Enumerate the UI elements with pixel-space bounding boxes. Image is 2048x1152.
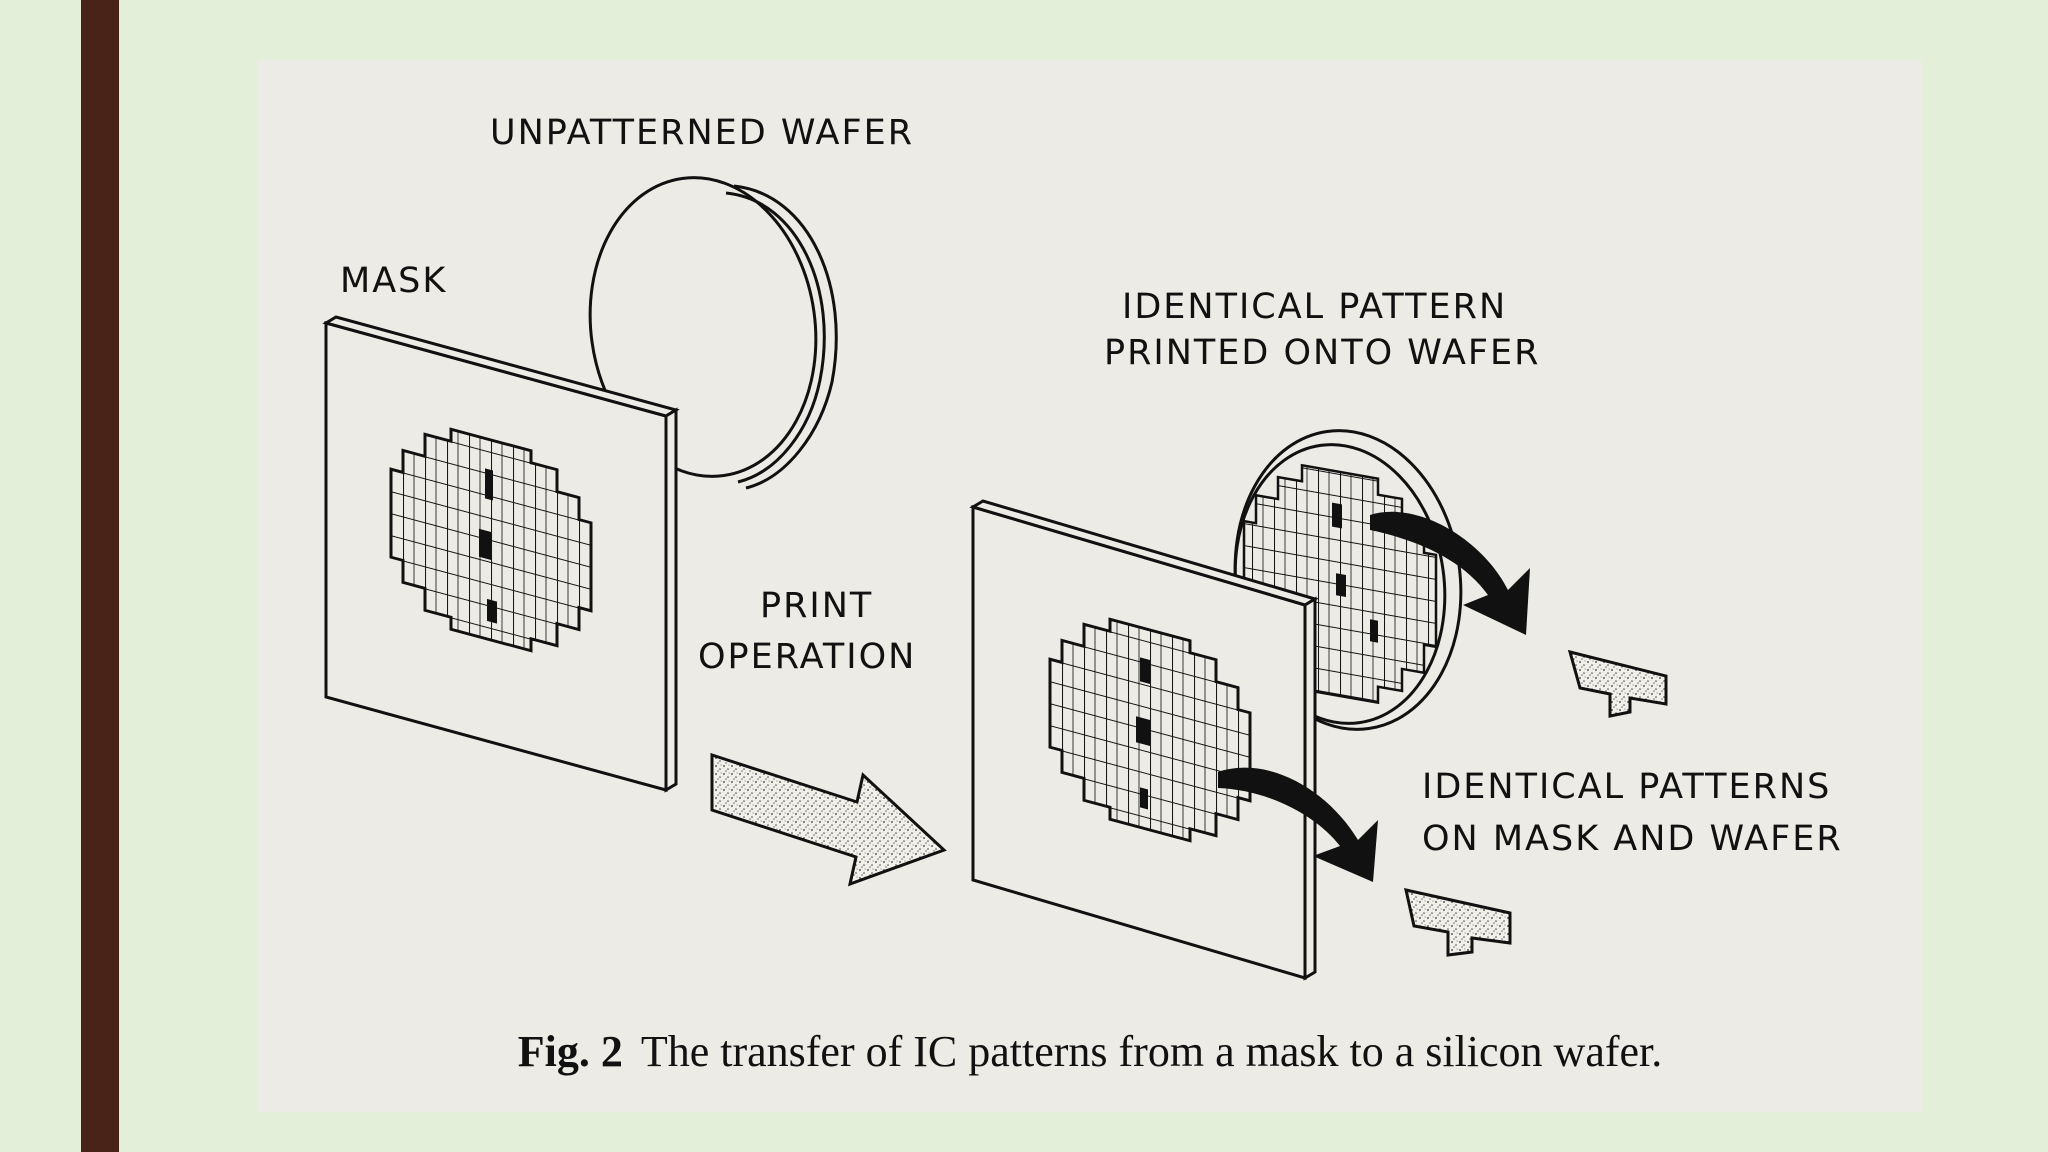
label-identical-pattern-1: IDENTICAL PATTERN: [1122, 287, 1507, 327]
ic-transfer-diagram: UNPATTERNED WAFER MASK IDENTICAL PATTERN…: [322, 113, 1843, 981]
pattern-piece-wafer: [1567, 649, 1668, 718]
mask-plate: [322, 315, 680, 793]
pattern-piece-mask: [1404, 888, 1512, 957]
curved-arrow-lower: [1218, 767, 1378, 882]
mask-plate-second: [969, 499, 1319, 981]
accent-bar: [81, 0, 119, 1152]
figure-caption: Fig. 2 The transfer of IC patterns from a…: [258, 1026, 1922, 1077]
label-print: PRINT: [760, 586, 873, 626]
label-identical-pattern-2: PRINTED ONTO WAFER: [1104, 333, 1540, 373]
print-arrow: [710, 752, 947, 887]
label-identical-patterns-2: ON MASK AND WAFER: [1422, 819, 1843, 859]
figure-number: Fig. 2: [517, 1027, 623, 1076]
label-operation: OPERATION: [698, 637, 916, 677]
label-mask: MASK: [340, 261, 447, 301]
label-identical-patterns-1: IDENTICAL PATTERNS: [1422, 767, 1831, 807]
caption-text: The transfer of IC patterns from a mask …: [640, 1027, 1663, 1076]
figure-panel: UNPATTERNED WAFER MASK IDENTICAL PATTERN…: [258, 60, 1922, 1112]
curved-arrow-upper: [1370, 511, 1530, 635]
mask-circuit-pattern: [389, 427, 593, 653]
label-unpatterned-wafer: UNPATTERNED WAFER: [490, 113, 914, 153]
mask-circuit-pattern-second: [1048, 617, 1252, 843]
